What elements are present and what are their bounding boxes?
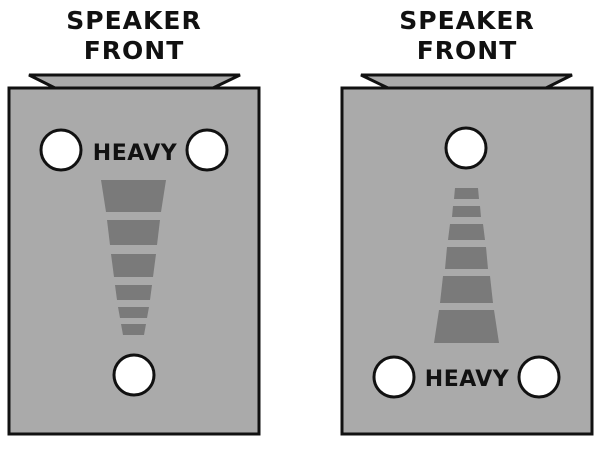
wedge-bar: [445, 247, 488, 269]
wedge-bar: [118, 307, 149, 318]
mounting-hole: [185, 128, 229, 172]
mounting-hole: [517, 355, 561, 399]
mounting-hole: [112, 353, 156, 397]
wedge-bar: [107, 220, 160, 245]
mounting-hole: [372, 355, 416, 399]
wedge-bar: [115, 285, 152, 300]
diagram-left: SPEAKER FRONT HEAVY: [7, 6, 261, 436]
mounting-hole: [444, 126, 488, 170]
diagram-right: SPEAKER FRONT HEAVY: [340, 6, 594, 436]
wedge-bar: [440, 276, 493, 303]
wedge-bar: [454, 188, 479, 199]
wedge-bar: [111, 254, 156, 277]
wedge-bar: [448, 224, 485, 240]
heavy-label: HEAVY: [93, 141, 178, 166]
speaker-front-edge: [28, 73, 241, 90]
heading-line-1: SPEAKER: [66, 6, 201, 35]
mounting-hole: [39, 128, 83, 172]
wedge-bar: [101, 180, 166, 212]
heading-line-2: FRONT: [417, 36, 518, 65]
wedge-bar: [121, 324, 146, 335]
weight-wedge: [101, 180, 166, 335]
weight-wedge: [434, 188, 499, 343]
speaker-front-edge: [360, 73, 573, 90]
heading-line-1: SPEAKER: [399, 6, 534, 35]
heading-line-2: FRONT: [84, 36, 185, 65]
wedge-bar: [434, 310, 499, 343]
wedge-bar: [452, 206, 481, 217]
heavy-label: HEAVY: [425, 367, 510, 392]
